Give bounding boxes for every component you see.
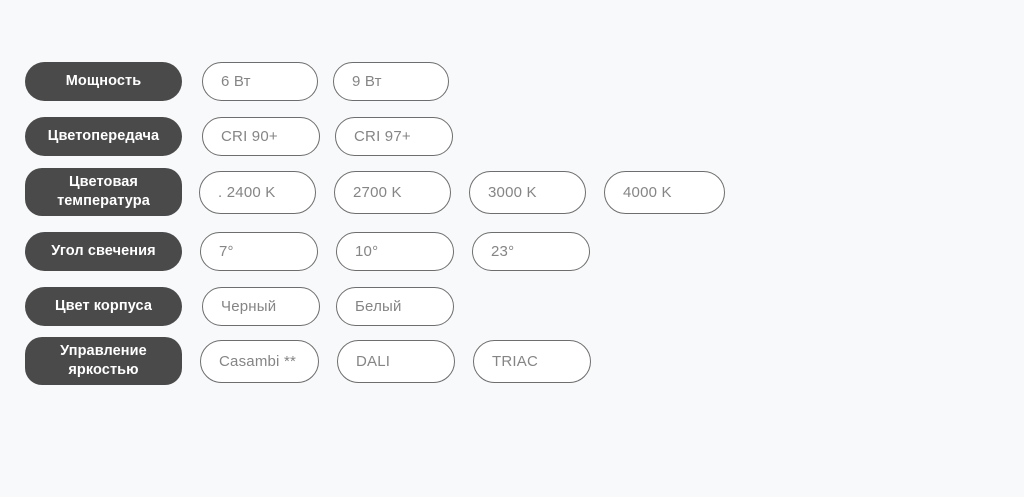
option-pill-dimming-triac[interactable]: TRIAC <box>473 339 591 383</box>
option-group-dimming-control: Casambi ** DALI TRIAC <box>200 339 591 383</box>
option-group-beam-angle: 7° 10° 23° <box>200 231 590 271</box>
row-label-dimming-control-text: Управление яркостью <box>60 343 147 378</box>
option-pill-cct-2700k[interactable]: 2700 K <box>334 170 451 214</box>
option-pill-power-6w[interactable]: 6 Вт <box>202 61 318 101</box>
option-group-color-rendering: CRI 90+ CRI 97+ <box>202 116 453 156</box>
option-pill-beam-7deg[interactable]: 7° <box>200 231 318 271</box>
option-pill-housing-black[interactable]: Черный <box>202 286 320 326</box>
option-pill-housing-white[interactable]: Белый <box>336 286 454 326</box>
option-pill-cct-2400k[interactable]: . 2400 K <box>199 170 316 214</box>
row-label-dimming-control: Управление яркостью <box>25 337 182 385</box>
option-pill-cct-4000k[interactable]: 4000 K <box>604 170 725 214</box>
option-pill-dimming-dali[interactable]: DALI <box>337 339 455 383</box>
option-pill-beam-23deg[interactable]: 23° <box>472 231 590 271</box>
option-group-housing-color: Черный Белый <box>202 286 454 326</box>
option-pill-power-9w[interactable]: 9 Вт <box>333 61 449 101</box>
option-pill-beam-10deg[interactable]: 10° <box>336 231 454 271</box>
row-label-power: Мощность <box>25 61 182 101</box>
row-label-color-temperature-text: Цветовая температура <box>57 174 150 209</box>
option-pill-cct-3000k[interactable]: 3000 K <box>469 170 586 214</box>
row-label-color-temperature: Цветовая температура <box>25 168 182 216</box>
option-pill-dimming-casambi[interactable]: Casambi ** <box>200 339 319 383</box>
option-group-color-temperature: . 2400 K 2700 K 3000 K 4000 K <box>199 170 725 214</box>
row-label-color-rendering: Цветопередача <box>25 116 182 156</box>
row-label-beam-angle: Угол свечения <box>25 231 182 271</box>
option-group-power: 6 Вт 9 Вт <box>202 61 449 101</box>
option-pill-cri-90[interactable]: CRI 90+ <box>202 116 320 156</box>
option-pill-cri-97[interactable]: CRI 97+ <box>335 116 453 156</box>
row-label-housing-color: Цвет корпуса <box>25 286 182 326</box>
